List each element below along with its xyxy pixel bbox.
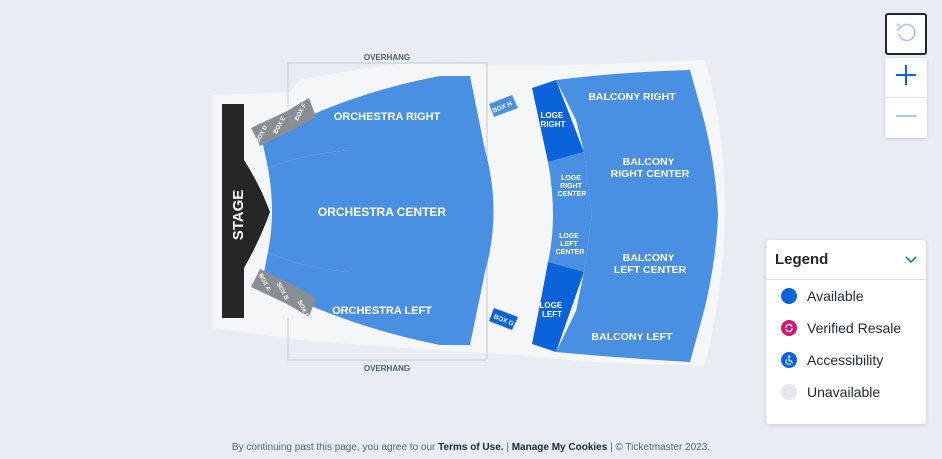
section-loge-left-label: LOGE LEFT (540, 301, 565, 319)
box-f: BOX F (287, 98, 316, 129)
legend-item-available: Available (766, 280, 926, 312)
footer: By continuing past this page, you agree … (0, 442, 942, 453)
legend-panel: Legend Available Verified Resale Accessi… (766, 240, 926, 424)
manage-cookies-link[interactable]: Manage My Cookies (511, 442, 608, 453)
accessibility-icon (781, 352, 797, 368)
footer-prefix: By continuing past this page, you agree … (231, 442, 439, 453)
section-loge-right[interactable] (532, 80, 584, 162)
legend-item-resale: Verified Resale (766, 312, 926, 344)
box-b: BOX B (268, 277, 295, 304)
box-d: BOX D (251, 120, 276, 146)
legend-label: Available (807, 288, 864, 304)
stage-label: STAGE (230, 190, 247, 241)
section-loge-left-center[interactable] (548, 215, 592, 272)
section-balcony-left-label: BALCONY LEFT (592, 331, 673, 343)
reset-icon (893, 19, 919, 50)
chevron-down-icon (905, 251, 917, 269)
section-orchestra-right[interactable] (262, 76, 485, 168)
plus-icon (894, 63, 918, 92)
available-dot-icon (781, 288, 797, 304)
section-balcony-left[interactable] (556, 311, 704, 362)
stage (222, 104, 270, 318)
section-balcony-right-center-label: BALCONY RIGHT CENTER (611, 156, 690, 180)
zoom-controls (885, 58, 927, 138)
section-orchestra-left[interactable] (262, 252, 485, 345)
resale-icon (781, 320, 797, 336)
legend-label: Unavailable (807, 384, 881, 400)
section-loge-right-center[interactable] (548, 152, 592, 215)
zoom-out-button[interactable] (885, 98, 927, 138)
box-g[interactable]: BOX G (489, 308, 518, 330)
section-loge-right-center-label: LOGE RIGHT CENTER (558, 175, 587, 198)
reset-view-button[interactable] (885, 13, 927, 55)
legend-item-accessibility: Accessibility (766, 344, 926, 376)
section-loge-left-center-label: LOGE LEFT CENTER (556, 233, 585, 256)
section-orchestra-left-label: ORCHESTRA LEFT (332, 305, 432, 317)
section-balcony-right-center[interactable] (576, 120, 718, 215)
section-balcony-left-center-label: BALCONY LEFT CENTER (614, 252, 687, 276)
section-orchestra-center[interactable] (268, 150, 494, 272)
section-orchestra-right-label: ORCHESTRA RIGHT (334, 111, 441, 123)
seat-map[interactable]: OVERHANG OVERHANG STAGE ORCHESTRA RIGHT … (0, 0, 942, 440)
legend-label: Accessibility (807, 352, 884, 368)
minus-icon (894, 104, 918, 133)
section-loge-right-label: LOGE RIGHT (541, 111, 566, 129)
footer-copyright: | © Ticketmaster 2023. (607, 442, 711, 453)
footer-separator: | (503, 442, 512, 453)
box-h[interactable]: BOX H (489, 95, 518, 117)
section-balcony-left-center[interactable] (576, 215, 718, 311)
box-e: BOX E (268, 111, 295, 138)
section-balcony-right-label: BALCONY RIGHT (588, 91, 676, 103)
overhang-label-bottom: OVERHANG (364, 364, 410, 373)
legend-item-unavailable: Unavailable (766, 376, 926, 408)
section-loge-left[interactable] (532, 262, 584, 352)
section-orchestra-center-label: ORCHESTRA CENTER (318, 205, 447, 219)
unavailable-dot-icon (781, 384, 797, 400)
section-balcony-right[interactable] (556, 70, 704, 120)
overhang-label-top: OVERHANG (364, 53, 410, 62)
overhang-line-bottom (287, 318, 487, 361)
terms-link[interactable]: Terms of Use. (438, 442, 504, 453)
zoom-in-button[interactable] (885, 58, 927, 98)
legend-toggle[interactable]: Legend (766, 240, 926, 280)
legend-title: Legend (775, 251, 829, 268)
legend-label: Verified Resale (807, 320, 902, 336)
box-a: BOX A (251, 269, 276, 295)
